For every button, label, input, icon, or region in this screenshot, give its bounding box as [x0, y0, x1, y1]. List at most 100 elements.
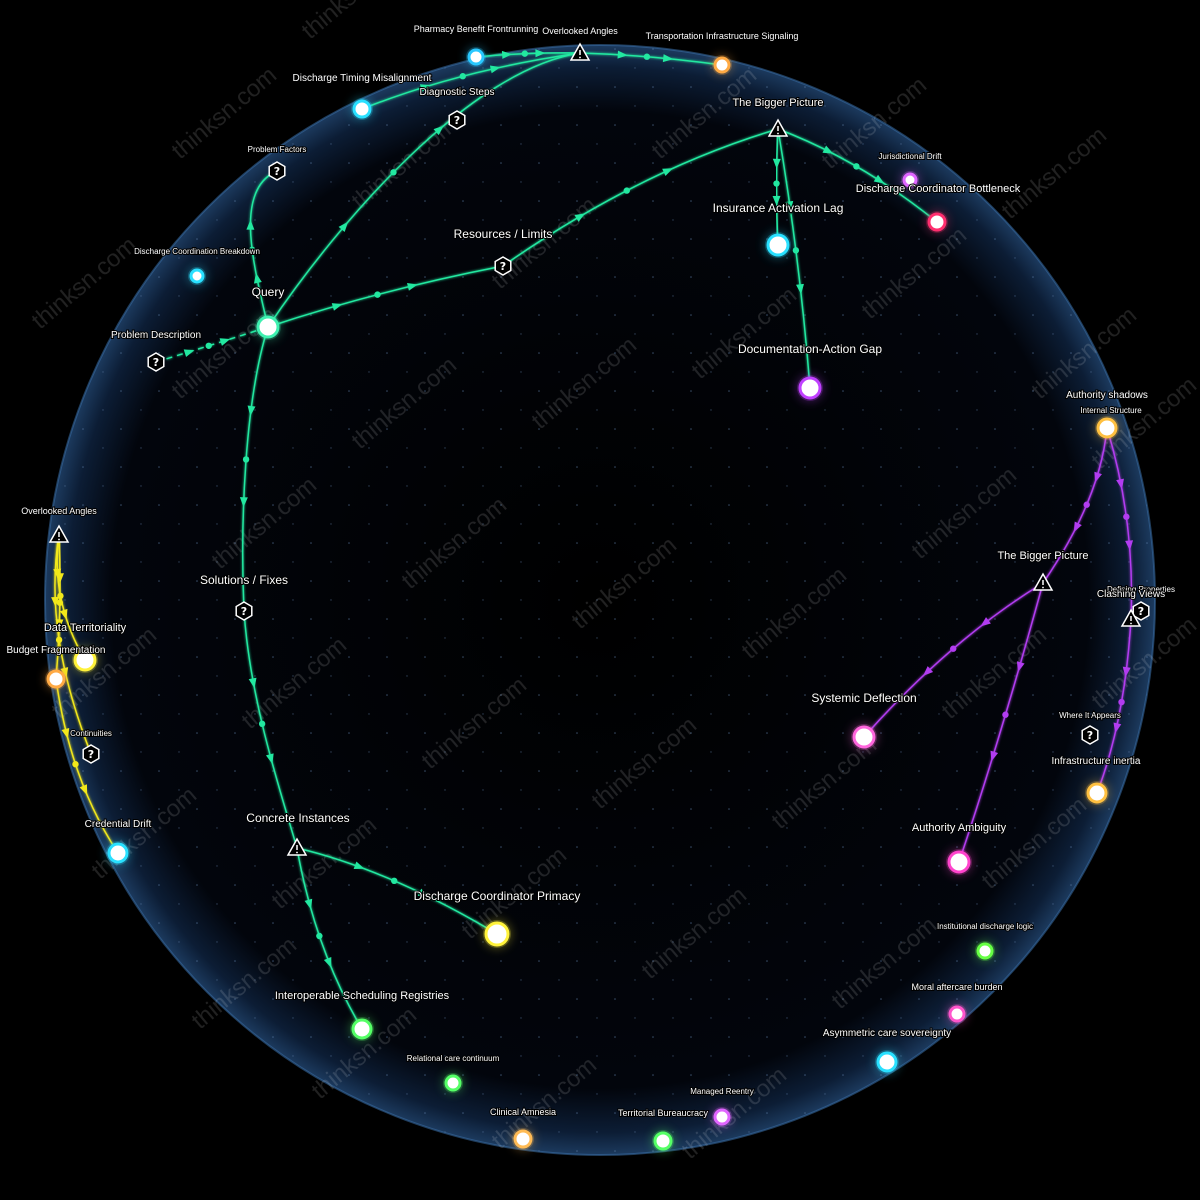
node-transportation-infra[interactable]: Transportation Infrastructure Signaling: [645, 30, 799, 75]
node-data-territoriality[interactable]: Data Territoriality: [43, 621, 128, 673]
node-label: Discharge Coordination Breakdown: [134, 247, 260, 256]
node-label: Continuities: [70, 729, 112, 738]
node-label: Overlooked Angles: [542, 26, 618, 36]
edge-midpoint-dot: [248, 246, 256, 253]
node-infrastructure-inertia[interactable]: Infrastructure inertia: [1051, 755, 1142, 805]
node-authority-ambiguity[interactable]: Authority Ambiguity: [911, 821, 1008, 875]
node-problem-factors[interactable]: ?Problem Factors: [247, 144, 307, 181]
node-dot: [1096, 417, 1118, 439]
edge-midpoint-dot: [792, 247, 800, 254]
node-dot: [467, 48, 485, 66]
edge-arrow: [407, 282, 418, 291]
question-hex-icon: [268, 161, 286, 181]
node-label: Defining Properties: [1107, 585, 1175, 594]
node-documentation-action-gap[interactable]: Documentation-Action Gap: [737, 341, 883, 401]
edge-arrow: [183, 349, 195, 357]
node-query[interactable]: Query: [251, 284, 285, 340]
node-label: Where It Appears: [1059, 711, 1121, 720]
node-discharge-coord-breakdown[interactable]: Discharge Coordination Breakdown: [133, 246, 261, 285]
edge-arrow: [1073, 521, 1082, 533]
edge-arrow: [923, 666, 934, 676]
node-label: Territorial Bureaucracy: [618, 1108, 709, 1118]
edge-midpoint-dot: [72, 761, 79, 768]
node-label: Clinical Amnesia: [490, 1107, 556, 1117]
node-insurance-activation[interactable]: Insurance Activation Lag: [712, 200, 844, 258]
node-label: The Bigger Picture: [732, 97, 823, 109]
node-dot: [256, 315, 280, 339]
node-label: Transportation Infrastructure Signaling: [646, 31, 799, 41]
edge-arrow: [248, 677, 257, 689]
node-systemic-deflection[interactable]: Systemic Deflection: [810, 690, 918, 750]
warning-dot: [58, 538, 60, 541]
node-relational-care[interactable]: Relational care continuum: [406, 1053, 501, 1093]
warning-dot: [1042, 586, 1044, 589]
node-label: Documentation-Action Gap: [738, 342, 882, 356]
node-dot: [902, 172, 918, 188]
edge-query-to-resources_limits: [267, 265, 504, 328]
node-institutional-discharge[interactable]: Institutional discharge logic: [936, 921, 1034, 961]
node-label: Credential Drift: [85, 819, 152, 830]
node-label: Insurance Activation Lag: [713, 201, 844, 215]
edge-arrow: [59, 608, 68, 620]
node-label: The Bigger Picture: [997, 550, 1088, 562]
node-discharge-coord-primacy[interactable]: Discharge Coordinator Primacy: [413, 888, 581, 948]
node-defining-properties[interactable]: ?Defining Properties: [1106, 584, 1176, 621]
edge-arrow: [419, 84, 431, 92]
node-budget-fragmentation[interactable]: Budget Fragmentation: [6, 644, 106, 690]
node-territorial-bureaucracy[interactable]: Territorial Bureaucracy: [617, 1107, 710, 1152]
question-hex-icon: [448, 110, 466, 130]
node-label: Authority Ambiguity: [912, 822, 1007, 834]
node-label: Diagnostic Steps: [419, 87, 494, 98]
edge-bigger_picture_right-to-authority_ambiguity: [958, 582, 1044, 863]
node-concrete-instances[interactable]: Concrete Instances: [245, 810, 351, 856]
node-label: Relational care continuum: [407, 1054, 500, 1063]
node-bigger-picture-right[interactable]: The Bigger Picture: [996, 549, 1090, 591]
edge-arrow: [247, 405, 256, 416]
edge-arrow: [265, 753, 274, 765]
node-dot: [73, 648, 97, 672]
node-label: Discharge Timing Misalignment: [293, 73, 432, 84]
edge-arrow: [353, 861, 365, 870]
node-clashing-views[interactable]: Clashing Views: [1096, 588, 1166, 627]
node-credential-drift[interactable]: Credential Drift: [84, 818, 153, 865]
node-dot: [46, 669, 66, 689]
edge-midpoint-dot: [316, 932, 323, 940]
node-resources-limits[interactable]: ?Resources / Limits: [453, 226, 553, 276]
node-diagnostic-steps[interactable]: ?Diagnostic Steps: [418, 86, 496, 130]
watermark-text: thinksn.com: [997, 122, 1112, 225]
node-clinical-amnesia[interactable]: Clinical Amnesia: [489, 1106, 557, 1150]
question-hex-icon: [235, 601, 253, 621]
node-problem-description[interactable]: ?Problem Description: [110, 329, 202, 372]
node-overlooked-angles-top[interactable]: Overlooked Angles: [541, 25, 619, 61]
edge-arrow: [61, 727, 70, 739]
edge-arrow: [574, 213, 586, 222]
node-authority-shadows[interactable]: Authority shadows: [1065, 389, 1149, 440]
node-discharge-coord-bottleneck[interactable]: Discharge Coordinator Bottleneck: [855, 182, 1022, 233]
edge-midpoint-dot: [521, 50, 529, 57]
edge-arrow: [785, 200, 794, 212]
node-overlooked-angles-left[interactable]: Overlooked Angles: [20, 505, 98, 543]
question-mark-glyph: ?: [153, 356, 159, 369]
node-solutions-fixes[interactable]: ?Solutions / Fixes: [199, 572, 289, 621]
edge-arrow: [1122, 666, 1131, 678]
node-label: Overlooked Angles: [21, 506, 97, 516]
node-jurisdictional-drift[interactable]: Jurisdictional Drift: [877, 151, 943, 189]
node-label: Systemic Deflection: [811, 691, 916, 705]
node-dot: [352, 99, 372, 119]
node-discharge-timing[interactable]: Discharge Timing Misalignment: [292, 72, 433, 120]
edge-midpoint-dot: [258, 720, 266, 728]
edge-arrow: [1094, 471, 1102, 483]
node-interoperable-scheduling[interactable]: Interoperable Scheduling Registries: [274, 989, 451, 1041]
edge-midpoint-dot: [643, 53, 651, 60]
node-asymmetric-care[interactable]: Asymmetric care sovereignty: [822, 1027, 952, 1074]
node-managed-reentry[interactable]: Managed Reentry: [689, 1086, 755, 1127]
node-continuities[interactable]: ?Continuities: [69, 728, 113, 764]
edge-midpoint-dot: [459, 73, 466, 80]
question-hex-icon: [494, 256, 512, 276]
node-bigger-picture-top[interactable]: The Bigger Picture: [731, 96, 825, 137]
node-moral-aftercare[interactable]: Moral aftercare burden: [910, 981, 1004, 1024]
node-where-it-appears[interactable]: ?Where It Appears: [1058, 710, 1122, 745]
question-hex-icon: [1132, 601, 1150, 621]
node-pharmacy-benefit[interactable]: Pharmacy Benefit Frontrunning: [413, 23, 539, 67]
